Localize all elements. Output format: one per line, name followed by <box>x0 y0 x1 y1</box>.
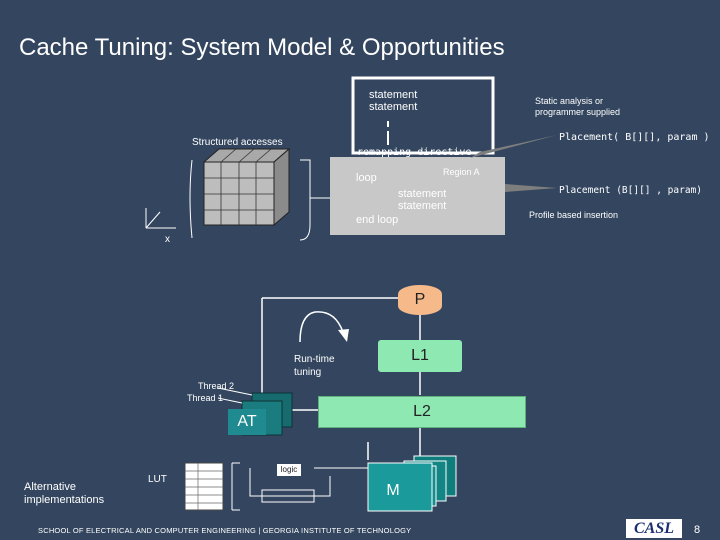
placement-profile: Placement (B[][] , param) <box>559 185 702 196</box>
code-box-outline <box>351 76 495 155</box>
bracket <box>299 159 311 241</box>
thread-1-label: Thread 1 <box>187 393 224 403</box>
static-note-1: Static analysis or <box>535 96 604 106</box>
l1-cache: L1 <box>378 340 462 372</box>
structured-accesses-label: Structured accesses <box>192 137 283 148</box>
lut-label: LUT <box>148 474 167 485</box>
l2-cache: L2 <box>318 396 526 428</box>
page-number: 8 <box>694 524 701 536</box>
inner-statement-1: statement <box>398 188 447 200</box>
callout-static <box>470 135 557 158</box>
region-a-label: Region A <box>443 167 480 177</box>
axis-z <box>145 211 161 229</box>
loop-label: loop <box>356 172 377 184</box>
runtime-label-1: Run-time <box>294 354 335 365</box>
processor-node: P <box>398 285 442 315</box>
end-loop-label: end loop <box>356 214 399 226</box>
footer-text: SCHOOL OF ELECTRICAL AND COMPUTER ENGINE… <box>38 526 412 535</box>
block-side <box>273 147 290 227</box>
code-statement-2: statement <box>369 101 418 113</box>
placement-static: Placement( B[][], param ) <box>559 132 710 143</box>
region-a-box <box>330 157 505 235</box>
callout-profile <box>505 184 557 192</box>
memory-label: M <box>386 482 400 499</box>
alternative-label-1: Alternative <box>24 481 76 493</box>
code-statement-1: statement <box>369 89 418 101</box>
axis-x-label: x <box>165 234 170 245</box>
thread-2-label: Thread 2 <box>198 381 235 391</box>
at-box: AT <box>228 409 266 435</box>
runtime-label-2: tuning <box>294 367 322 378</box>
static-note-2: programmer supplied <box>535 107 621 117</box>
remapping-directive: remapping directive <box>357 147 472 158</box>
inner-statement-2: statement <box>398 200 447 212</box>
alternative-label-2: implementations <box>24 494 105 506</box>
memory-box <box>367 462 433 512</box>
block-grid <box>204 148 274 225</box>
logic-box: logic <box>277 464 301 476</box>
profile-note: Profile based insertion <box>529 210 619 220</box>
bracket-left <box>189 159 193 239</box>
slide-title: Cache Tuning: System Model & Opportuniti… <box>19 34 505 61</box>
casl-logo: CASL <box>626 519 682 538</box>
runtime-arrow <box>299 311 344 343</box>
